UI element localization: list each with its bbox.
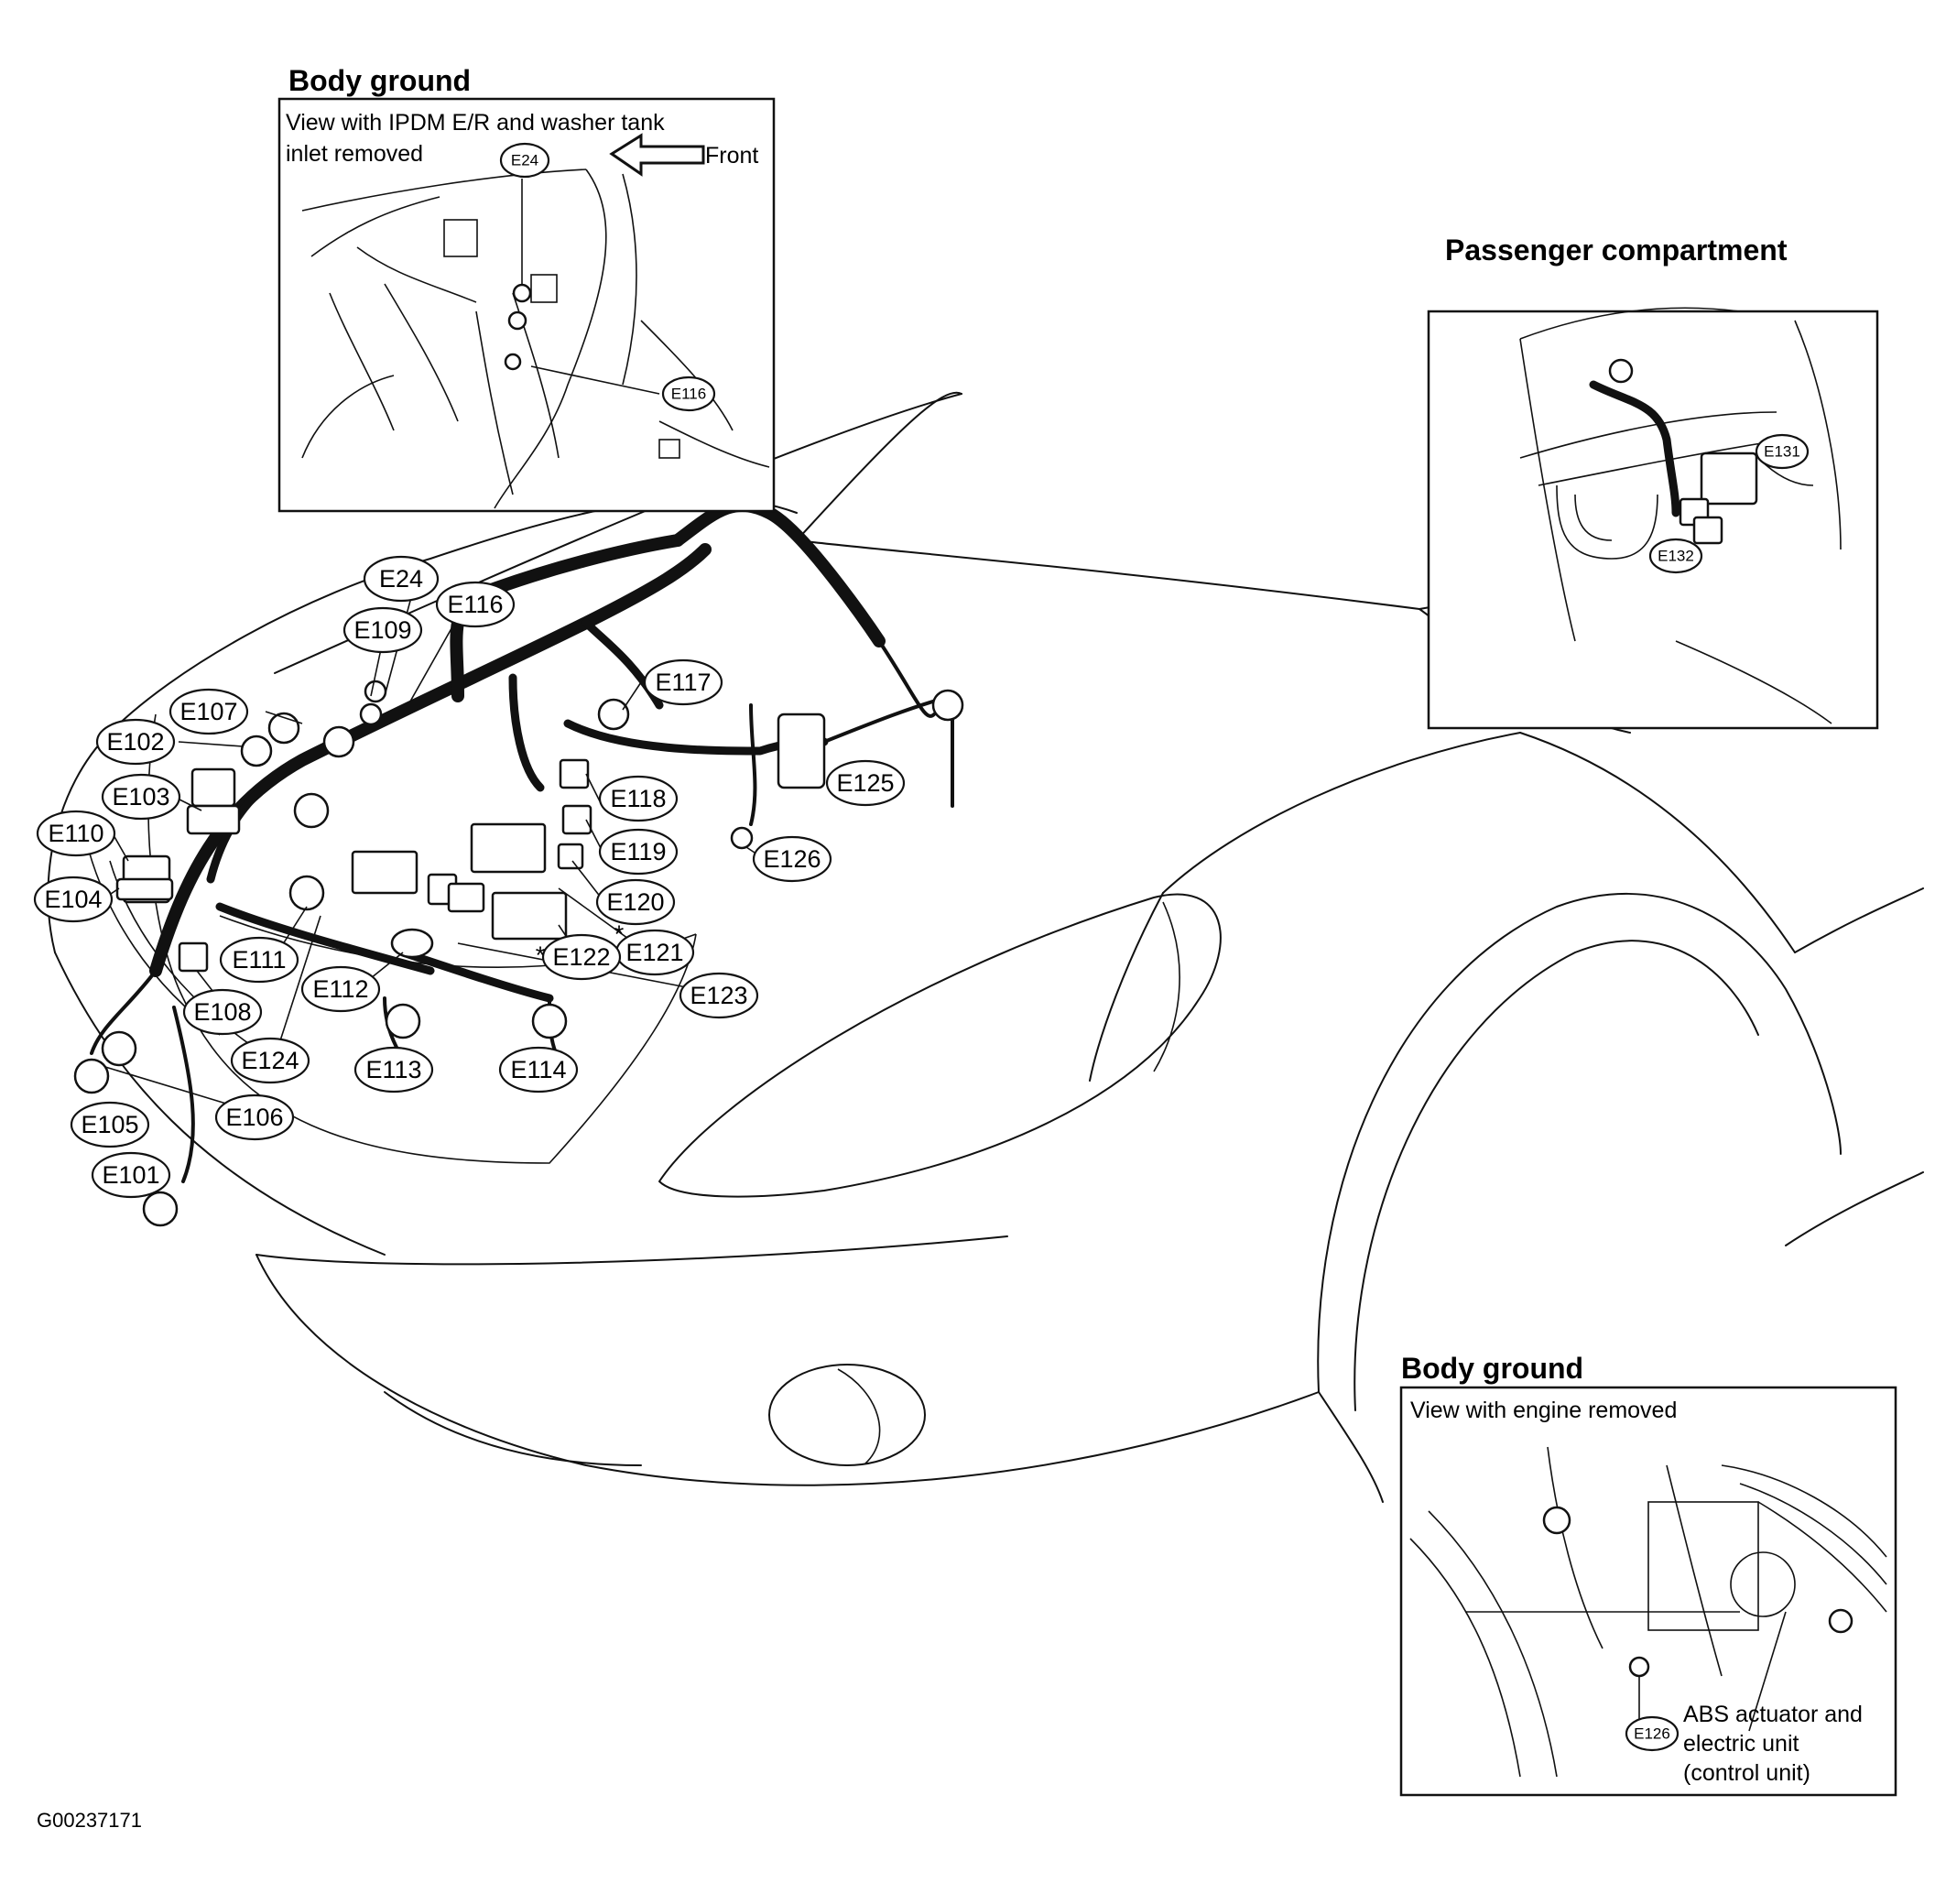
callout-e125: E125 [825,759,906,807]
svg-text:E104: E104 [44,886,102,913]
svg-text:E124: E124 [241,1047,299,1074]
svg-text:E123: E123 [690,982,747,1009]
svg-text:E110: E110 [48,820,103,847]
svg-text:E108: E108 [193,998,251,1026]
svg-text:E132: E132 [1658,548,1694,565]
callout-e122: E122 [541,933,622,981]
svg-text:E103: E103 [112,783,169,811]
callout-e112: E112 [300,965,381,1013]
svg-text:E107: E107 [179,698,237,725]
svg-text:E24: E24 [511,152,538,169]
main-callouts: E24 E116 E109 E107 E102 E103 E110 E104 [33,555,906,1199]
callout-e120: E120 [595,878,676,926]
inset-passenger-compartment: Passenger compartment E131 E132 [1427,234,1879,730]
callout-e24: E24 [363,555,440,603]
callout-e103: E103 [101,773,181,821]
callout-e105: E105 [70,1101,150,1148]
callout-e124: E124 [230,1037,310,1084]
callout-e121: E121 [614,929,695,976]
inset-bottom-right-heading: Body ground [1401,1352,1583,1385]
callout-e106: E106 [214,1093,295,1141]
connector-symbols [73,680,964,1227]
callout-e107: E107 [168,688,249,735]
inset-top-right-heading: Passenger compartment [1445,234,1788,267]
svg-text:E121: E121 [625,939,683,966]
callout-e118: E118 [598,775,679,822]
callout-e126: E126 [752,835,832,883]
svg-text:E114: E114 [510,1056,566,1083]
callout-e101: E101 [91,1151,171,1199]
inset-callout-e24: E24 [499,142,550,179]
callout-e117: E117 [643,658,723,706]
svg-text:E126: E126 [763,845,821,873]
front-arrow-icon [609,133,705,177]
callout-e110: E110 [36,810,116,857]
svg-text:E125: E125 [836,769,894,797]
inset-top-left-heading: Body ground [288,64,471,97]
callout-e109: E109 [342,606,423,654]
inset-body-ground-top: Body ground View with IPDM E/R and washe… [277,64,776,513]
inset-top-left-caption-2: inlet removed [286,141,423,167]
svg-text:E116: E116 [671,386,706,403]
svg-text:E111: E111 [232,946,286,974]
callout-e113: E113 [353,1046,434,1093]
callout-e104: E104 [33,876,114,923]
asterisk-e122: * [536,941,546,969]
asterisk-e121: * [614,920,625,948]
inset-top-left-caption-1: View with IPDM E/R and washer tank [286,110,665,136]
abs-note-line-2: electric unit [1683,1731,1799,1757]
inset-callout-e126: E126 [1625,1715,1680,1752]
abs-note-line-1: ABS actuator and [1683,1702,1863,1727]
svg-text:E131: E131 [1764,443,1800,461]
callout-e102: E102 [95,718,176,766]
svg-text:E116: E116 [447,591,503,618]
svg-text:E126: E126 [1634,1725,1670,1743]
callout-e119: E119 [598,828,679,876]
svg-text:E119: E119 [610,838,666,865]
callout-e116: E116 [435,581,516,628]
abs-note-line-3: (control unit) [1683,1760,1810,1786]
callout-e123: E123 [679,972,759,1019]
svg-text:E112: E112 [312,975,368,1003]
svg-text:E106: E106 [225,1104,283,1131]
inset-callout-e116: E116 [661,375,716,412]
figure-id: G00237171 [37,1809,142,1832]
svg-text:E102: E102 [106,728,164,756]
svg-text:E113: E113 [365,1056,421,1083]
inset-callout-e132: E132 [1648,538,1703,574]
svg-text:E24: E24 [379,565,423,593]
callout-e114: E114 [498,1046,579,1093]
svg-text:E109: E109 [353,616,411,644]
callout-e111: E111 [219,936,299,984]
svg-text:E101: E101 [102,1161,159,1189]
svg-text:E122: E122 [552,943,610,971]
callout-e108: E108 [182,988,263,1036]
svg-text:E120: E120 [606,888,664,916]
svg-text:E117: E117 [655,669,711,696]
inset-top-left-arrow-label: Front [705,143,758,169]
svg-text:E118: E118 [610,785,666,812]
inset-callout-e131: E131 [1755,433,1810,470]
svg-text:E105: E105 [81,1111,138,1138]
inset-bottom-right-caption: View with engine removed [1410,1398,1677,1423]
inset-body-ground-bottom: Body ground View with engine removed E12… [1399,1352,1897,1797]
